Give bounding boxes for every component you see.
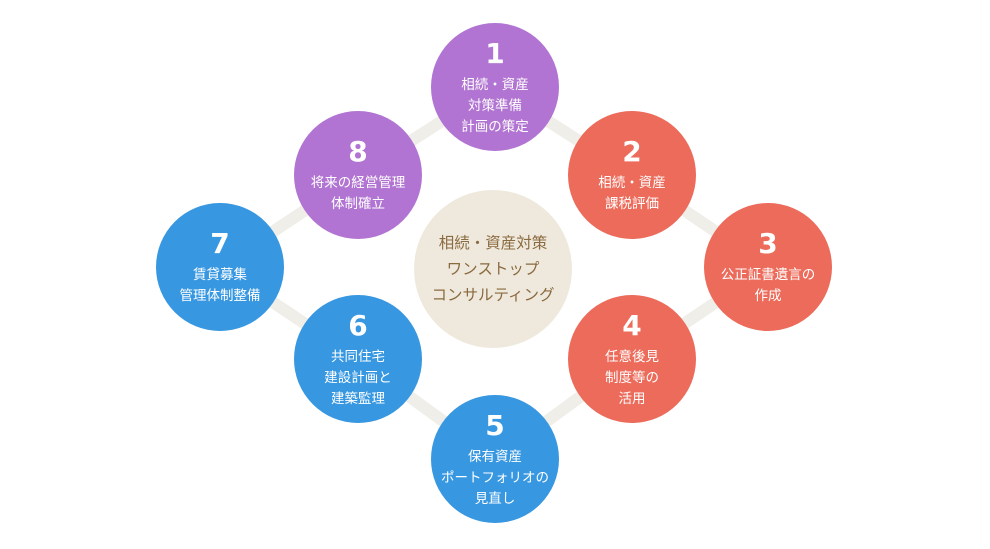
step-number: 1	[485, 36, 505, 70]
center-hub: 相続・資産対策 ワンストップ コンサルティング	[414, 190, 572, 348]
step-label: 賃貸募集 管理体制整備	[179, 267, 261, 304]
step-label: 相続・資産 対策準備 計画の策定	[461, 76, 529, 135]
step-number: 2	[622, 135, 642, 168]
step-number: 5	[485, 408, 505, 442]
step-node-6: 6 共同住宅 建設計画と 建築監理	[294, 295, 422, 423]
step-node-7: 7 賃貸募集 管理体制整備	[156, 203, 284, 331]
step-node-2: 2 相続・資産 課税評価	[568, 111, 696, 239]
step-label: 任意後見 制度等の 活用	[605, 348, 659, 407]
step-label: 保有資産 ポートフォリオの 見直し	[441, 448, 549, 507]
step-label: 公正証書遺言の 作成	[720, 267, 816, 304]
step-node-5: 5 保有資産 ポートフォリオの 見直し	[431, 395, 559, 523]
step-node-1: 1 相続・資産 対策準備 計画の策定	[431, 23, 559, 151]
step-number: 4	[622, 308, 642, 342]
step-node-3: 3 公正証書遺言の 作成	[704, 203, 832, 331]
step-node-4: 4 任意後見 制度等の 活用	[568, 295, 696, 423]
step-label: 相続・資産 課税評価	[598, 175, 666, 212]
step-number: 8	[348, 135, 368, 168]
step-number: 7	[210, 227, 230, 260]
step-number: 3	[758, 227, 778, 260]
step-label: 共同住宅 建設計画と 建築監理	[324, 348, 392, 407]
step-number: 6	[348, 308, 368, 342]
center-hub-label: 相続・資産対策 ワンストップ コンサルティング	[431, 234, 555, 304]
step-label: 将来の経営管理 体制確立	[310, 175, 406, 212]
step-node-8: 8 将来の経営管理 体制確立	[294, 111, 422, 239]
